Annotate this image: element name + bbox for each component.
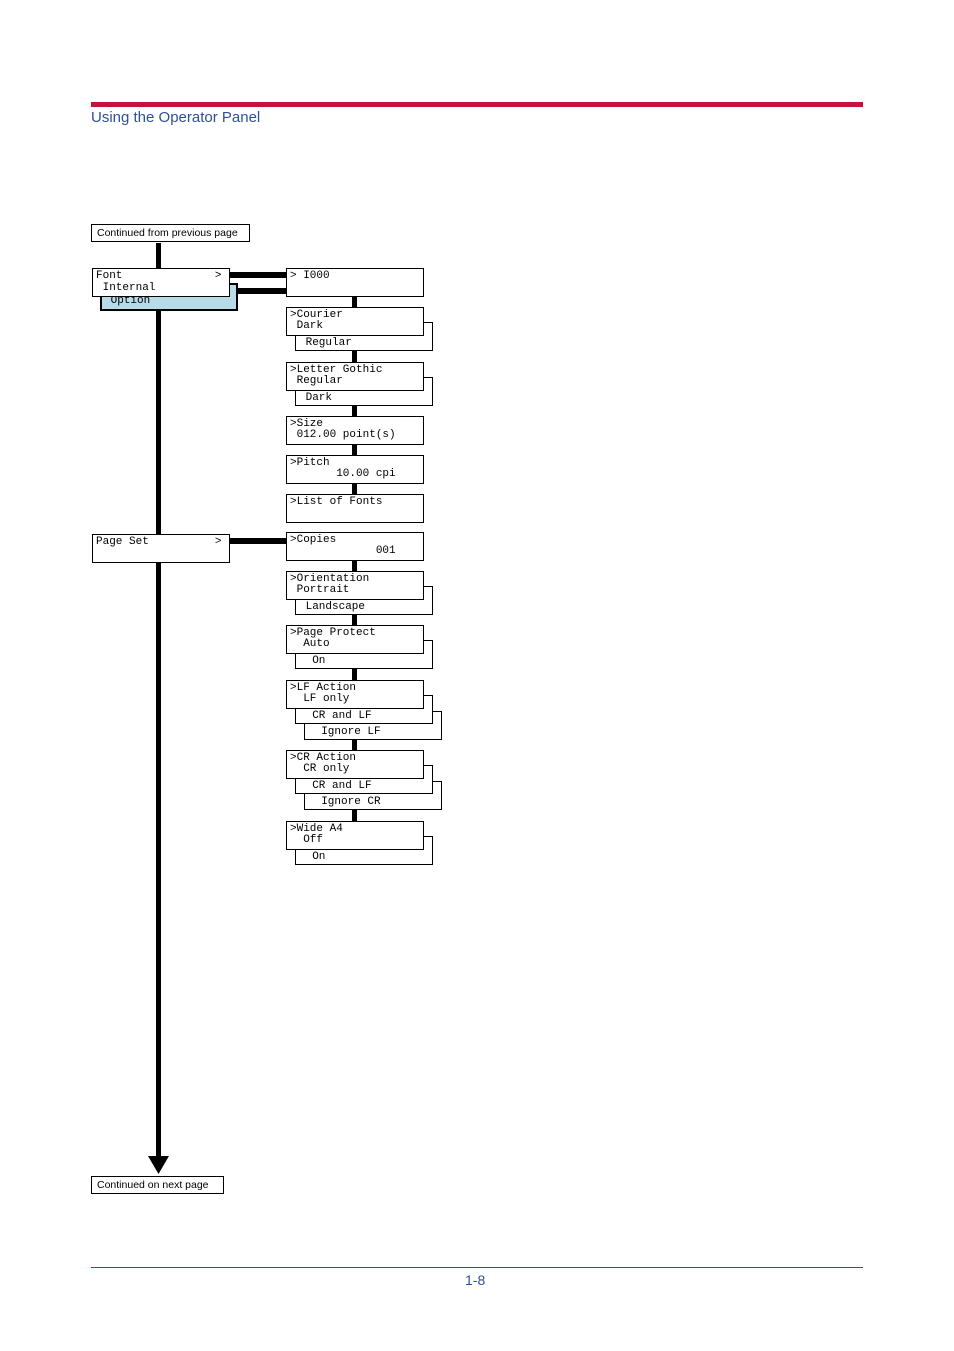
orientation-alt-label: Landscape [299,601,366,613]
cr-action-alt2-label: Ignore CR [308,796,381,808]
footer-rule [91,1267,863,1268]
font-i000-box[interactable]: > I000 [286,268,424,297]
wide-a4-box[interactable]: >Wide A4 Off [286,821,424,850]
cr-action-line1: >CR Action [290,752,357,764]
orientation-line1: >Orientation [290,573,370,585]
size-line1: >Size [290,418,324,430]
page-number: 1-8 [465,1272,486,1288]
lf-action-box[interactable]: >LF Action LF only [286,680,424,709]
list-fonts-box[interactable]: >List of Fonts [286,494,424,523]
letter-gothic-line2: Regular [290,375,343,387]
cr-action-line2: CR only [290,763,350,775]
font-menu-box[interactable]: Font > Internal [92,268,230,297]
copies-line2: 001 [290,545,396,557]
courier-box[interactable]: >Courier Dark [286,307,424,336]
font-option-label: Option [104,295,151,307]
pitch-line2: 10.00 cpi [290,468,396,480]
continued-from-note: Continued from previous page [91,224,250,242]
header-rule [91,102,863,107]
lf-action-alt2-label: Ignore LF [308,726,381,738]
page-set-line1: Page Set > [96,536,222,548]
font-connector-top [230,272,287,278]
cr-action-alt1-label: CR and LF [299,780,372,792]
page-set-connector [230,538,287,544]
continued-on-note: Continued on next page [91,1176,224,1194]
page-protect-line1: >Page Protect [290,627,376,639]
font-menu-line1: Font > [96,270,222,282]
lf-action-line1: >LF Action [290,682,357,694]
font-connector-bottom [238,288,287,294]
wide-a4-line1: >Wide A4 [290,823,343,835]
letter-gothic-line1: >Letter Gothic [290,364,383,376]
arrow-down-icon [148,1156,169,1174]
font-i000-label: > I000 [290,270,330,282]
courier-alt-label: Regular [299,337,352,349]
cr-action-box[interactable]: >CR Action CR only [286,750,424,779]
wide-a4-alt-label: On [299,851,326,863]
font-menu-line2: Internal [96,282,156,294]
courier-line1: >Courier [290,309,343,321]
letter-gothic-alt-label: Dark [299,392,333,404]
page-protect-line2: Auto [290,638,330,650]
page-protect-box[interactable]: >Page Protect Auto [286,625,424,654]
copies-box[interactable]: >Copies 001 [286,532,424,561]
pitch-box[interactable]: >Pitch 10.00 cpi [286,455,424,484]
pitch-line1: >Pitch [290,457,330,469]
lf-action-alt1-label: CR and LF [299,710,372,722]
courier-line2: Dark [290,320,324,332]
page-protect-alt-label: On [299,655,326,667]
orientation-line2: Portrait [290,584,350,596]
page-set-box[interactable]: Page Set > [92,534,230,563]
main-trunk-line [156,243,161,1159]
size-box[interactable]: >Size 012.00 point(s) [286,416,424,445]
letter-gothic-box[interactable]: >Letter Gothic Regular [286,362,424,391]
copies-line1: >Copies [290,534,337,546]
wide-a4-line2: Off [290,834,324,846]
lf-action-line2: LF only [290,693,350,705]
list-fonts-line1: >List of Fonts [290,496,383,508]
section-title: Using the Operator Panel [91,109,261,126]
orientation-box[interactable]: >Orientation Portrait [286,571,424,600]
size-line2: 012.00 point(s) [290,429,396,441]
